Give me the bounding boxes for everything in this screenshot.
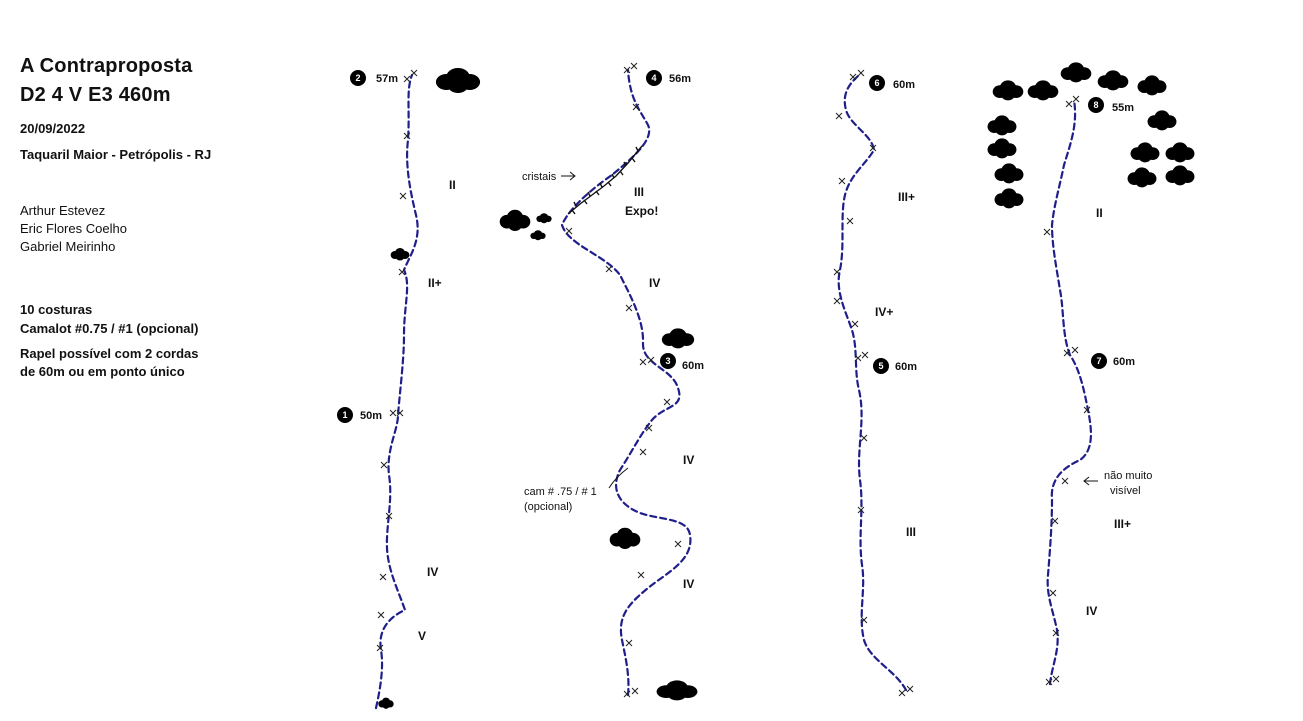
arrow-right-icon: [561, 171, 576, 181]
pitch-length: 55m: [1112, 102, 1134, 114]
bush-icon: [1165, 142, 1195, 163]
route-line-pitch-7-8: [1046, 98, 1093, 686]
belay-number: 6: [874, 78, 879, 88]
bush-icon: [1060, 62, 1092, 83]
route-line-pitch-3-4: [560, 68, 692, 697]
belay-station-3: 3 60m: [660, 353, 704, 372]
bush-icon: [994, 188, 1024, 209]
bush-icon: [1137, 75, 1167, 96]
route-grade-line: D2 4 V E3 460m: [20, 84, 171, 106]
climber-name: Gabriel Meirinho: [20, 239, 116, 254]
cam-note-line2: (opcional): [524, 501, 572, 513]
arrow-left-icon: [1083, 476, 1098, 486]
pitch-grade: IV: [683, 453, 694, 467]
pitch-length: 60m: [1113, 356, 1135, 368]
pitch-grade: III+: [1114, 517, 1131, 531]
pointer-line: [608, 467, 629, 489]
bush-icon: [1147, 110, 1177, 131]
bush-icon: [1165, 165, 1195, 186]
route-date: 20/09/2022: [20, 121, 86, 136]
gear-cams: Camalot #0.75 / #1 (opcional): [20, 321, 199, 336]
not-visible-note-line1: não muito: [1104, 470, 1152, 482]
pitch-grade: II: [449, 178, 456, 192]
bush-icon: [987, 115, 1017, 136]
belay-number: 1: [342, 410, 347, 420]
pitch-length: 50m: [360, 410, 382, 422]
route-name: A Contraproposta: [20, 55, 193, 77]
belay-badge: [1091, 353, 1107, 369]
bush-icon: [1027, 80, 1059, 101]
pitch-length: 60m: [682, 360, 704, 372]
pitch-grade: III: [906, 525, 916, 539]
belay-badge: [1088, 97, 1104, 113]
bush-icon: [661, 328, 695, 349]
belay-station-1: 1 50m: [337, 407, 382, 423]
bush-icon: [609, 527, 641, 550]
pitch-grade: III+: [898, 190, 915, 204]
rappel-note-line1: Rapel possível com 2 cordas: [20, 346, 199, 361]
bush-icon: [987, 138, 1017, 159]
bush-icon: [1127, 167, 1157, 188]
pitch-length: 60m: [895, 361, 917, 373]
belay-station-8: 8 55m: [1088, 97, 1134, 114]
belay-station-5: 5 60m: [873, 358, 917, 374]
rappel-note-line2: de 60m ou em ponto único: [20, 364, 185, 379]
bush-icon: [1130, 142, 1160, 163]
belay-badge: [350, 70, 366, 86]
belay-number: 3: [665, 356, 670, 366]
belay-station-7: 7 60m: [1091, 353, 1135, 369]
bush-icon: [390, 248, 410, 261]
pitch-grade: IV: [683, 577, 694, 591]
belay-number: 2: [355, 73, 360, 83]
pitch-grade: V: [418, 629, 426, 643]
gear-quickdraws: 10 costuras: [20, 302, 93, 317]
bush-icon: [994, 163, 1024, 184]
pitch-grade: IV+: [875, 305, 893, 319]
pitch-grade: II+: [428, 276, 442, 290]
route-location: Taquaril Maior - Petrópolis - RJ: [20, 147, 212, 162]
bolts: [376, 62, 1091, 698]
pitch-grade: III: [634, 185, 644, 199]
climber-name: Arthur Estevez: [20, 203, 106, 218]
belay-badge: [869, 75, 885, 91]
bush-icon: [499, 209, 531, 232]
belay-badge: [660, 353, 676, 369]
bolt-marker: [376, 62, 1091, 698]
bush-icon: [536, 213, 552, 224]
belay-badge: [337, 407, 353, 423]
belay-number: 5: [878, 361, 883, 371]
pitch-grade: II: [1096, 206, 1103, 220]
belay-number: 7: [1096, 356, 1101, 366]
bush-icon: [1097, 70, 1129, 91]
pitch-length: 57m: [376, 73, 398, 85]
climber-name: Eric Flores Coelho: [20, 221, 127, 236]
pitch-grade: IV: [649, 276, 660, 290]
route-line-pitch-5-6: [837, 74, 908, 692]
pitch-length: 60m: [893, 79, 915, 91]
route-line-pitch-1-2: [374, 73, 419, 710]
belay-badge: [873, 358, 889, 374]
pitch-grade: IV: [1086, 604, 1097, 618]
bush-icon: [378, 697, 394, 709]
route-info-panel: A Contraproposta D2 4 V E3 460m 20/09/20…: [20, 0, 320, 721]
bush-icon: [992, 80, 1024, 101]
belay-station-4: 4 56m: [646, 70, 691, 86]
belay-station-2: 2 57m: [350, 70, 398, 86]
cam-note-line1: cam # .75 / # 1: [524, 486, 597, 498]
belay-number: 4: [651, 73, 656, 83]
belay-number: 8: [1093, 100, 1098, 110]
crystal-section: [567, 145, 643, 215]
not-visible-note-line2: visível: [1110, 485, 1141, 497]
crystals-note: cristais: [522, 171, 557, 183]
bush-icon: [435, 68, 481, 93]
expo-warning: Expo!: [625, 204, 658, 218]
bush-icon: [530, 230, 546, 241]
pitch-grade: IV: [427, 565, 438, 579]
belay-station-6: 6 60m: [869, 75, 915, 91]
belay-badge: [646, 70, 662, 86]
bush-icon: [656, 680, 698, 701]
pitch-length: 56m: [669, 73, 691, 85]
